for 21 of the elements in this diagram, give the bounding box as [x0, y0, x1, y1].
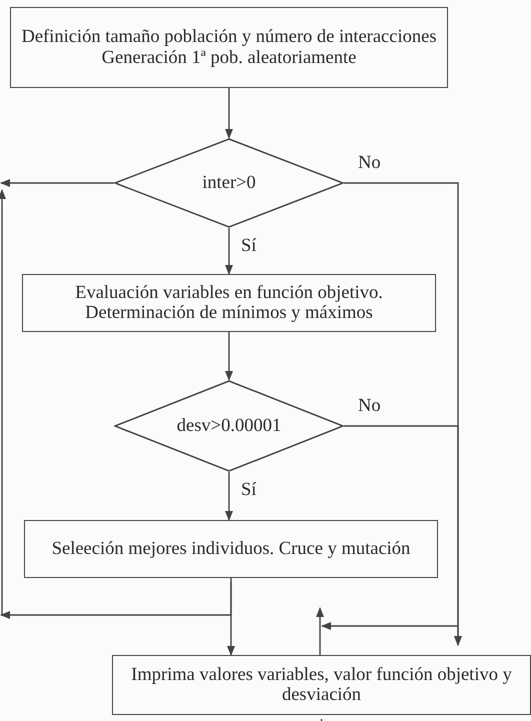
- decision-diamond: [114, 138, 344, 228]
- node-text: Imprima valores variables, valor función objetivo y desviación: [130, 664, 513, 706]
- node-text: Seleeción mejores individuos. Cruce y mutación: [50, 538, 412, 560]
- arrow: [225, 228, 233, 275]
- arrow: [344, 425, 462, 646]
- node-text: Evaluación variables en función objetivo. Determinación de mínimos y máximos: [74, 282, 384, 324]
- process-box: [24, 520, 438, 578]
- decision-diamond: [114, 380, 344, 472]
- arrow: [0, 582, 232, 619]
- arrow: [0, 179, 114, 187]
- process-box: [10, 7, 448, 88]
- arrow: [225, 332, 233, 381]
- arrow: [225, 88, 233, 139]
- process-box: [112, 655, 531, 715]
- node-text: Definición tamaño población y número de interacciones: [20, 27, 438, 48]
- arrow: [225, 472, 233, 521]
- node-text: Generación 1ª pob. aleatoriamente: [100, 48, 358, 68]
- node-text: inter>0: [201, 172, 257, 194]
- node-text: desv>0.00001: [176, 416, 282, 436]
- arrow: [227, 578, 235, 656]
- process-box: [22, 274, 436, 332]
